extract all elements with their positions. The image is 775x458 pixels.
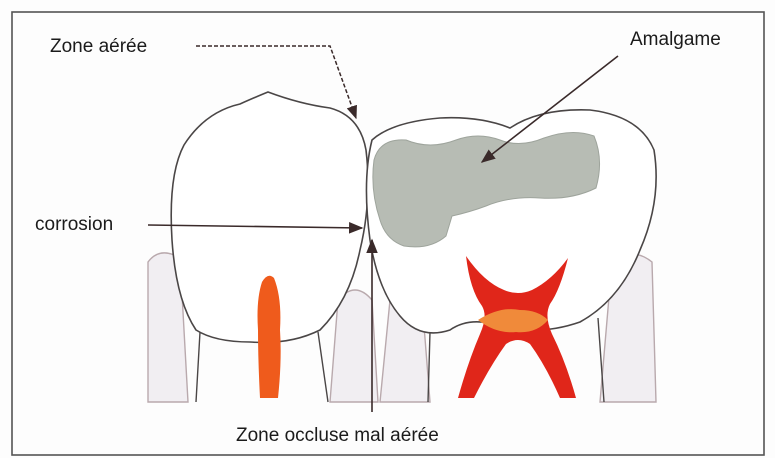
label-amalgame: Amalgame (630, 30, 721, 49)
label-zone-aeree: Zone aérée (50, 37, 147, 56)
left-pulp-canal (258, 276, 281, 398)
label-corrosion: corrosion (35, 215, 113, 234)
label-zone-occluse: Zone occluse mal aérée (236, 426, 439, 445)
